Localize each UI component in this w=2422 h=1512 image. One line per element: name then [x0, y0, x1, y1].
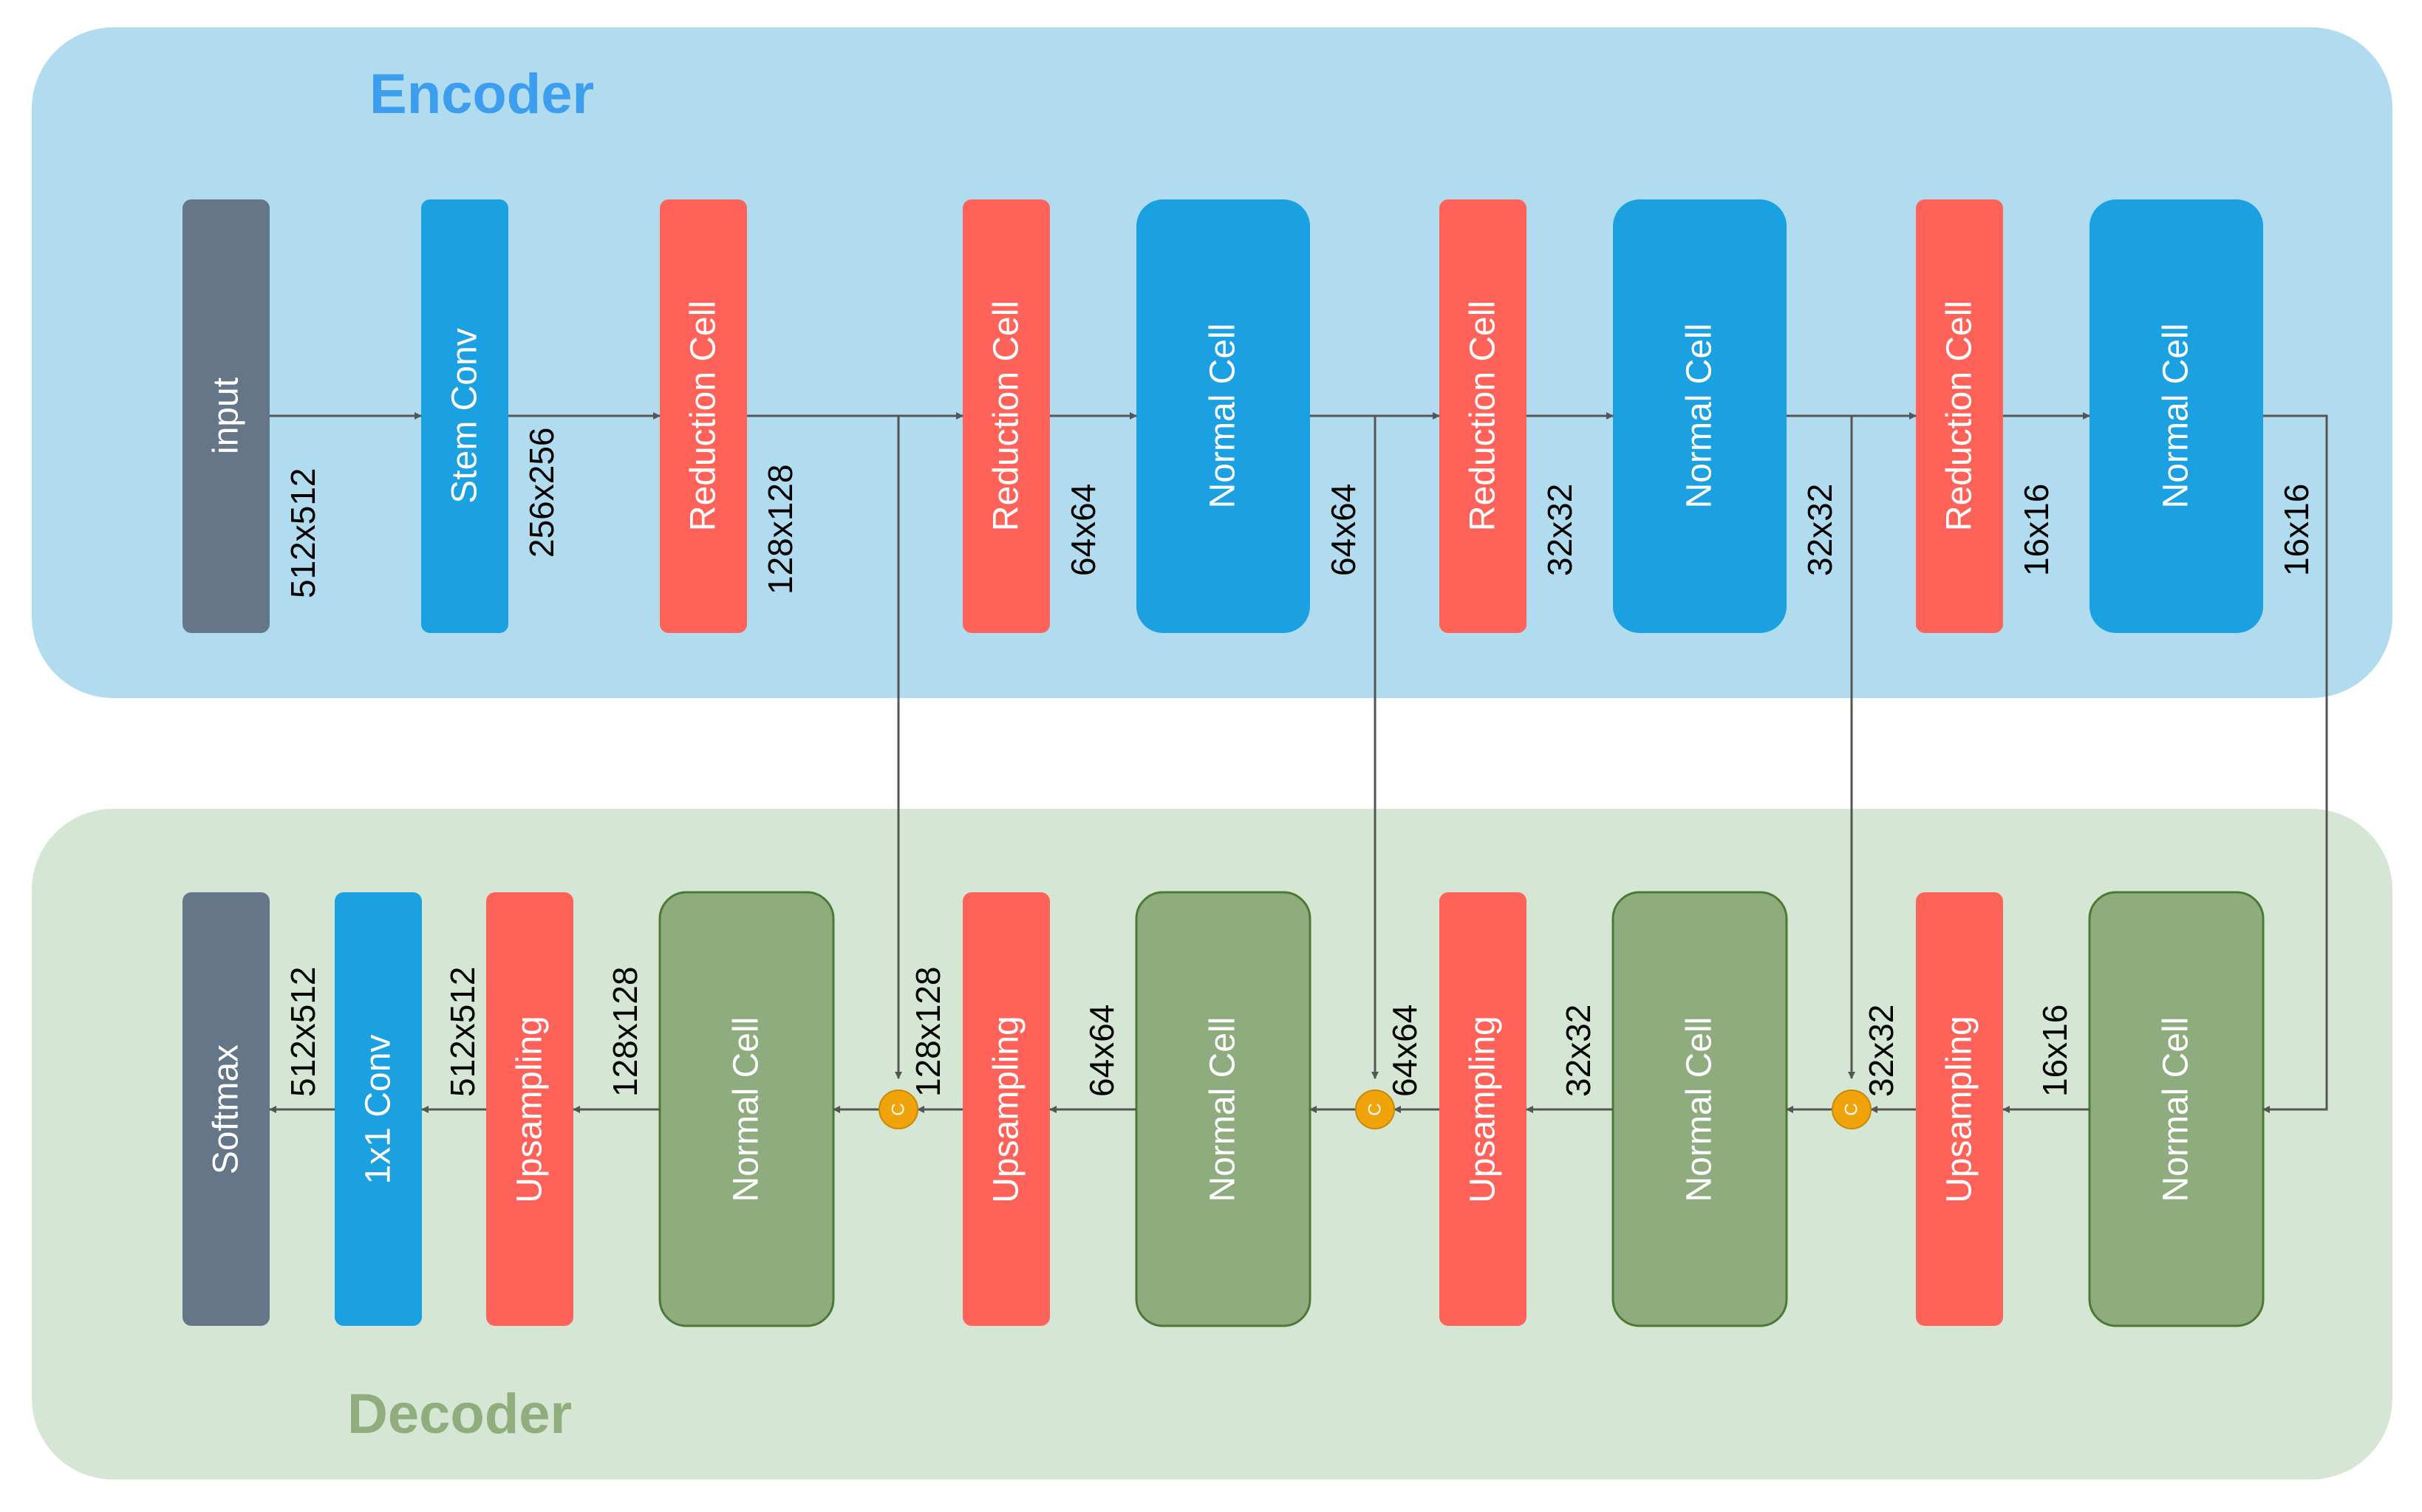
decoder-title: Decoder [347, 1383, 572, 1446]
encoder-label-normal-cell-3: Normal Cell [2157, 324, 2196, 509]
decoder-dim-upsampling-1-in: 128x128 [606, 967, 644, 1098]
concat-node-3 [1832, 1089, 1872, 1129]
concat-node-2 [1355, 1089, 1395, 1129]
encoder-block-stem-conv [421, 199, 508, 633]
decoder-dim-concat-1-out: 128x128 [909, 967, 947, 1098]
decoder-dim-upsampling-4-in: 16x16 [2036, 1005, 2074, 1097]
encoder-dim-reduction-cell-1: 128x128 [761, 465, 799, 595]
encoder-blocks [182, 199, 2263, 633]
decoder-dim-concat-2-out: 64x64 [1385, 1005, 1424, 1097]
encoder-block-reduction-cell-1 [660, 199, 747, 633]
decoder-block-upsampling-3 [1439, 892, 1526, 1326]
encoder-label-reduction-cell-3: Reduction Cell [1464, 301, 1503, 531]
decoder-label-1x1-conv: 1x1 Conv [359, 1035, 398, 1185]
decoder-label-normal-cell-2: Normal Cell [1204, 1017, 1243, 1203]
encoder-block-reduction-cell-2 [963, 199, 1050, 633]
encoder-label-reduction-cell-4: Reduction Cell [1940, 301, 1979, 531]
encoder-block-reduction-cell-4 [1916, 199, 2003, 633]
decoder-block-upsampling-4 [1916, 892, 2003, 1326]
skip-connections [895, 414, 2328, 1113]
encoder-dim-normal-cell-1: 64x64 [1324, 484, 1362, 576]
encoder-label-normal-cell-2: Normal Cell [1680, 324, 1719, 509]
encoder-block-reduction-cell-3 [1439, 199, 1526, 633]
decoder-dim-upsampling-2-in: 64x64 [1082, 1005, 1121, 1097]
encoder-dim-reduction-cell-3: 32x32 [1541, 484, 1579, 576]
encoder-block-normal-cell-2 [1613, 199, 1787, 633]
encoder-dim-input: 512x512 [284, 468, 322, 599]
decoder-block-labels: Softmax 1x1 Conv Upsampling Normal Cell … [207, 1016, 2196, 1203]
decoder-dim-labels: 512x512 512x512 128x128 128x128 64x64 64… [284, 967, 2074, 1098]
decoder-label-upsampling-1: Upsampling [511, 1016, 550, 1203]
encoder-block-input [182, 199, 270, 633]
decoder-label-normal-cell-3: Normal Cell [1680, 1017, 1719, 1203]
decoder-block-softmax [182, 892, 270, 1326]
encoder-label-reduction-cell-2: Reduction Cell [987, 301, 1026, 531]
decoder-label-normal-cell-4: Normal Cell [2157, 1017, 2196, 1203]
encoder-label-normal-cell-1: Normal Cell [1204, 324, 1243, 509]
encoder-block-normal-cell-1 [1136, 199, 1310, 633]
decoder-block-upsampling-2 [963, 892, 1050, 1326]
encoder-dim-reduction-cell-2: 64x64 [1064, 484, 1102, 576]
decoder-blocks [182, 891, 2265, 1327]
encoder-dim-stem-conv: 256x256 [522, 428, 561, 558]
decoder-label-normal-cell-1: Normal Cell [727, 1017, 766, 1203]
decoder-label-upsampling-4: Upsampling [1940, 1016, 1979, 1203]
encoder-block-labels: input Stem Conv Reduction Cell Reduction… [207, 301, 2196, 531]
encoder-dim-labels: 512x512 256x256 128x128 64x64 64x64 32x3… [284, 428, 2316, 599]
encoder-label-input: input [207, 377, 246, 454]
decoder-label-upsampling-3: Upsampling [1464, 1016, 1503, 1203]
encoder-dim-normal-cell-2: 32x32 [1801, 484, 1839, 576]
encoder-block-normal-cell-3 [2090, 199, 2263, 633]
concat-node-1-label: C [889, 1103, 909, 1115]
encoder-dim-reduction-cell-4: 16x16 [2017, 484, 2056, 576]
encoder-title: Encoder [369, 63, 594, 126]
concat-nodes: C C C [879, 1089, 1872, 1129]
decoder-dim-upsampling-3-in: 32x32 [1559, 1005, 1597, 1097]
decoder-dim-softmax-in: 512x512 [284, 967, 322, 1098]
encoder-label-stem-conv: Stem Conv [446, 328, 485, 503]
decoder-block-1x1-conv [335, 892, 422, 1326]
concat-node-2-label: C [1365, 1103, 1385, 1115]
decoder-dim-concat-3-out: 32x32 [1862, 1005, 1900, 1097]
decoder-block-upsampling-1 [486, 892, 573, 1326]
concat-node-1 [879, 1089, 918, 1129]
encoder-label-reduction-cell-1: Reduction Cell [684, 301, 723, 531]
decoder-dim-1x1-conv-in: 512x512 [443, 967, 482, 1098]
concat-node-3-label: C [1842, 1103, 1862, 1115]
decoder-label-softmax: Softmax [207, 1044, 246, 1174]
decoder-label-upsampling-2: Upsampling [987, 1016, 1026, 1203]
encoder-dim-normal-cell-3: 16x16 [2277, 484, 2316, 576]
